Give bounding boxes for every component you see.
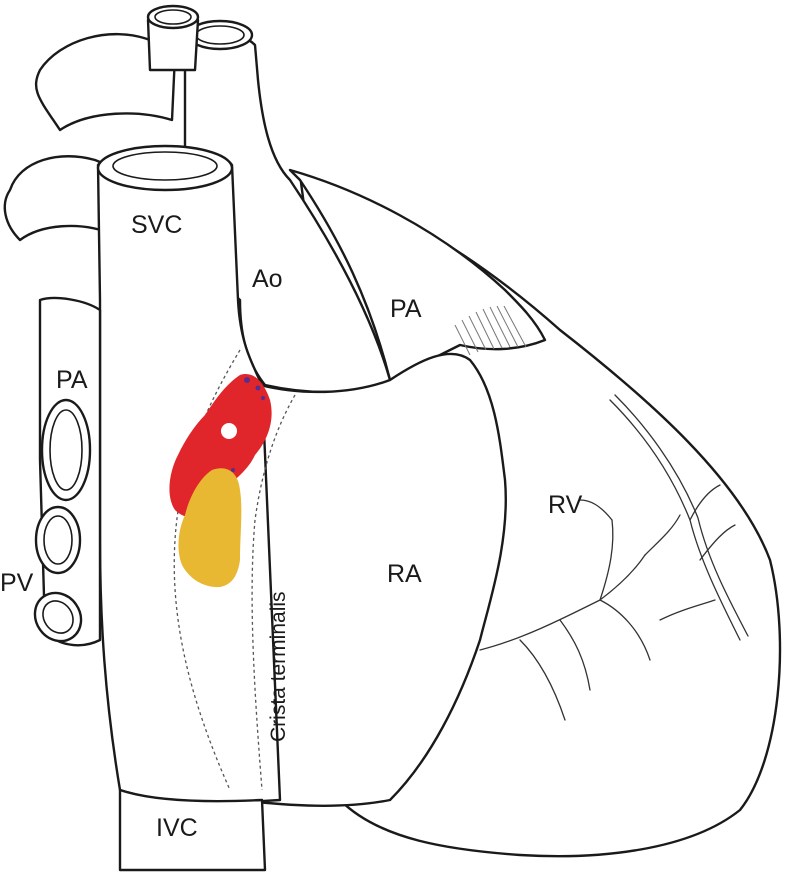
label-svc: SVC xyxy=(131,211,183,239)
ablation-point xyxy=(221,423,237,439)
activation-map-purple xyxy=(231,377,265,472)
pulmonary-artery-shape xyxy=(288,168,547,382)
label-pa-main: PA xyxy=(390,295,422,323)
label-ao: Ao xyxy=(252,265,283,293)
back-vessel-middle xyxy=(3,155,122,242)
label-pv: PV xyxy=(0,569,34,597)
label-rv: RV xyxy=(548,491,583,519)
label-ivc: IVC xyxy=(156,814,198,842)
inferior-vena-cava xyxy=(118,788,267,872)
coronary-vessels xyxy=(479,394,749,721)
pv-ring-2 xyxy=(34,505,82,575)
label-pa-left: PA xyxy=(56,366,88,394)
svc-top-ring xyxy=(96,144,234,192)
right-atrium-shape xyxy=(228,352,507,807)
label-ra: RA xyxy=(387,560,422,588)
crista-dash-left xyxy=(173,349,241,791)
activation-map-red xyxy=(169,374,272,518)
back-vessel-top xyxy=(34,32,177,132)
activation-map-yellow xyxy=(178,468,242,588)
pa-hatching xyxy=(454,305,527,356)
label-crista-terminalis: Crista terminalis xyxy=(267,591,290,742)
